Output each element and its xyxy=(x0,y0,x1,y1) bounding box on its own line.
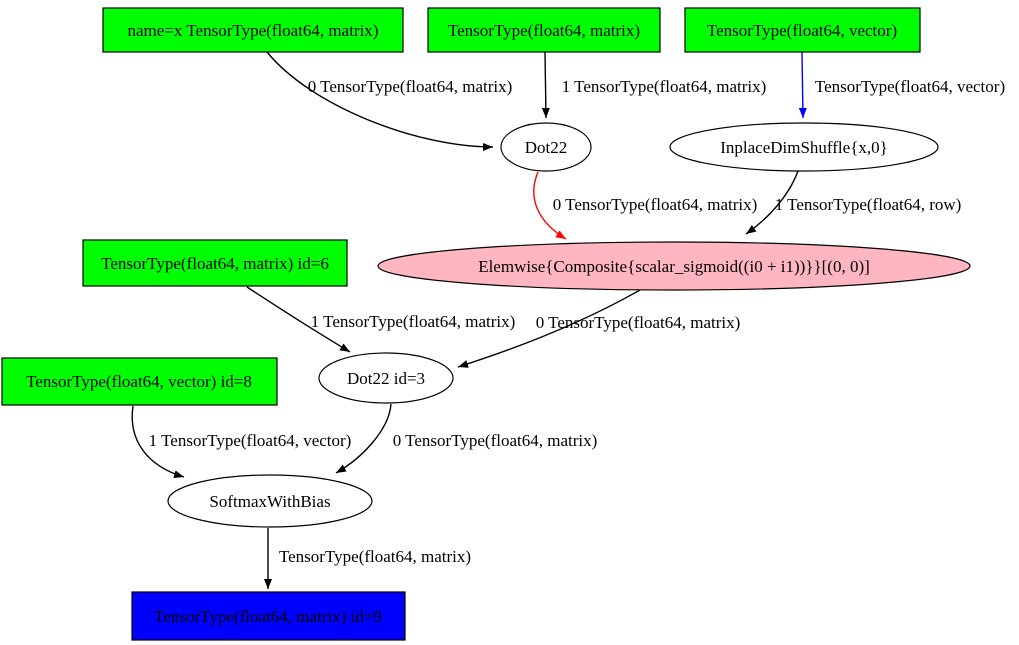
edge-label-id8-to-softmax: 1 TensorType(float64, vector) xyxy=(149,431,352,450)
elemwise-sigmoid-ellipse xyxy=(377,241,971,291)
inplace-dimshuffle-ellipse xyxy=(669,122,939,172)
edge-x-to-dot22 xyxy=(266,51,494,151)
node-inplace-dimshuffle: InplaceDimShuffle{x,0} xyxy=(669,122,939,172)
input-id8-box xyxy=(1,357,278,406)
softmax-with-bias-ellipse xyxy=(167,474,373,528)
edge-label-id6-to-dot22id3: 1 TensorType(float64, matrix) xyxy=(311,312,516,331)
output-id9-label: TensorType(float64, matrix) id=9 xyxy=(154,607,382,626)
edge-vector-to-dimshuffle xyxy=(798,51,807,119)
edge-id6-to-dot22id3 xyxy=(246,286,351,353)
edge-elemwise-to-dot22id3 xyxy=(457,289,641,368)
edge-id8-to-softmax xyxy=(131,405,185,478)
node-input-matrix: TensorType(float64, matrix) xyxy=(427,7,661,53)
softmax-with-bias-label: SoftmaxWithBias xyxy=(209,492,330,511)
inplace-dimshuffle-label: InplaceDimShuffle{x,0} xyxy=(720,138,888,157)
elemwise-sigmoid-label: Elemwise{Composite{scalar_sigmoid((i0 + … xyxy=(478,257,870,276)
edge-labels: 0 TensorType(float64, matrix) 1 TensorTy… xyxy=(149,77,1005,566)
dot22-id3-ellipse xyxy=(318,352,454,404)
edge-label-elemwise-to-dot22id3: 0 TensorType(float64, matrix) xyxy=(536,313,741,332)
edge-dot22id3-to-softmax xyxy=(335,403,392,474)
edge-label-dot22id3-to-softmax: 0 TensorType(float64, matrix) xyxy=(393,431,598,450)
input-id6-box xyxy=(82,239,348,287)
edge-dot22-to-elemwise xyxy=(533,171,567,240)
node-input-x: name=x TensorType(float64, matrix) xyxy=(102,7,404,53)
input-matrix-box xyxy=(427,7,661,53)
edge-label-dimshuffle-to-elemwise: 1 TensorType(float64, row) xyxy=(775,195,962,214)
node-elemwise-sigmoid: Elemwise{Composite{scalar_sigmoid((i0 + … xyxy=(377,241,971,291)
edge-label-vector-to-dimshuffle: TensorType(float64, vector) xyxy=(815,77,1005,96)
edge-label-dot22-to-elemwise: 0 TensorType(float64, matrix) xyxy=(553,195,758,214)
output-id9-box xyxy=(131,591,406,641)
nodes: name=x TensorType(float64, matrix) Tenso… xyxy=(1,7,971,641)
edge-label-x-to-dot22: 0 TensorType(float64, matrix) xyxy=(308,77,513,96)
edge-label-softmax-to-output: TensorType(float64, matrix) xyxy=(279,547,471,566)
dot22-ellipse xyxy=(500,122,592,172)
edge-label-matrix-to-dot22: 1 TensorType(float64, matrix) xyxy=(562,77,767,96)
edges xyxy=(131,51,807,589)
input-vector-box xyxy=(684,7,921,53)
dot22-id3-label: Dot22 id=3 xyxy=(347,369,425,388)
edge-dimshuffle-to-elemwise xyxy=(745,170,799,235)
input-matrix-label: TensorType(float64, matrix) xyxy=(448,21,640,40)
node-dot22-id3: Dot22 id=3 xyxy=(318,352,454,404)
input-id8-label: TensorType(float64, vector) id=8 xyxy=(26,372,252,391)
input-x-label: name=x TensorType(float64, matrix) xyxy=(128,21,379,40)
node-dot22: Dot22 xyxy=(500,122,592,172)
dot22-label: Dot22 xyxy=(525,138,568,157)
node-input-vector: TensorType(float64, vector) xyxy=(684,7,921,53)
node-input-id8: TensorType(float64, vector) id=8 xyxy=(1,357,278,406)
node-softmax-with-bias: SoftmaxWithBias xyxy=(167,474,373,528)
input-x-box xyxy=(102,7,404,53)
node-input-id6: TensorType(float64, matrix) id=6 xyxy=(82,239,348,287)
input-vector-label: TensorType(float64, vector) xyxy=(707,21,897,40)
edge-matrix-to-dot22 xyxy=(541,51,550,119)
node-output-id9: TensorType(float64, matrix) id=9 xyxy=(131,591,406,641)
input-id6-label: TensorType(float64, matrix) id=6 xyxy=(101,254,329,273)
